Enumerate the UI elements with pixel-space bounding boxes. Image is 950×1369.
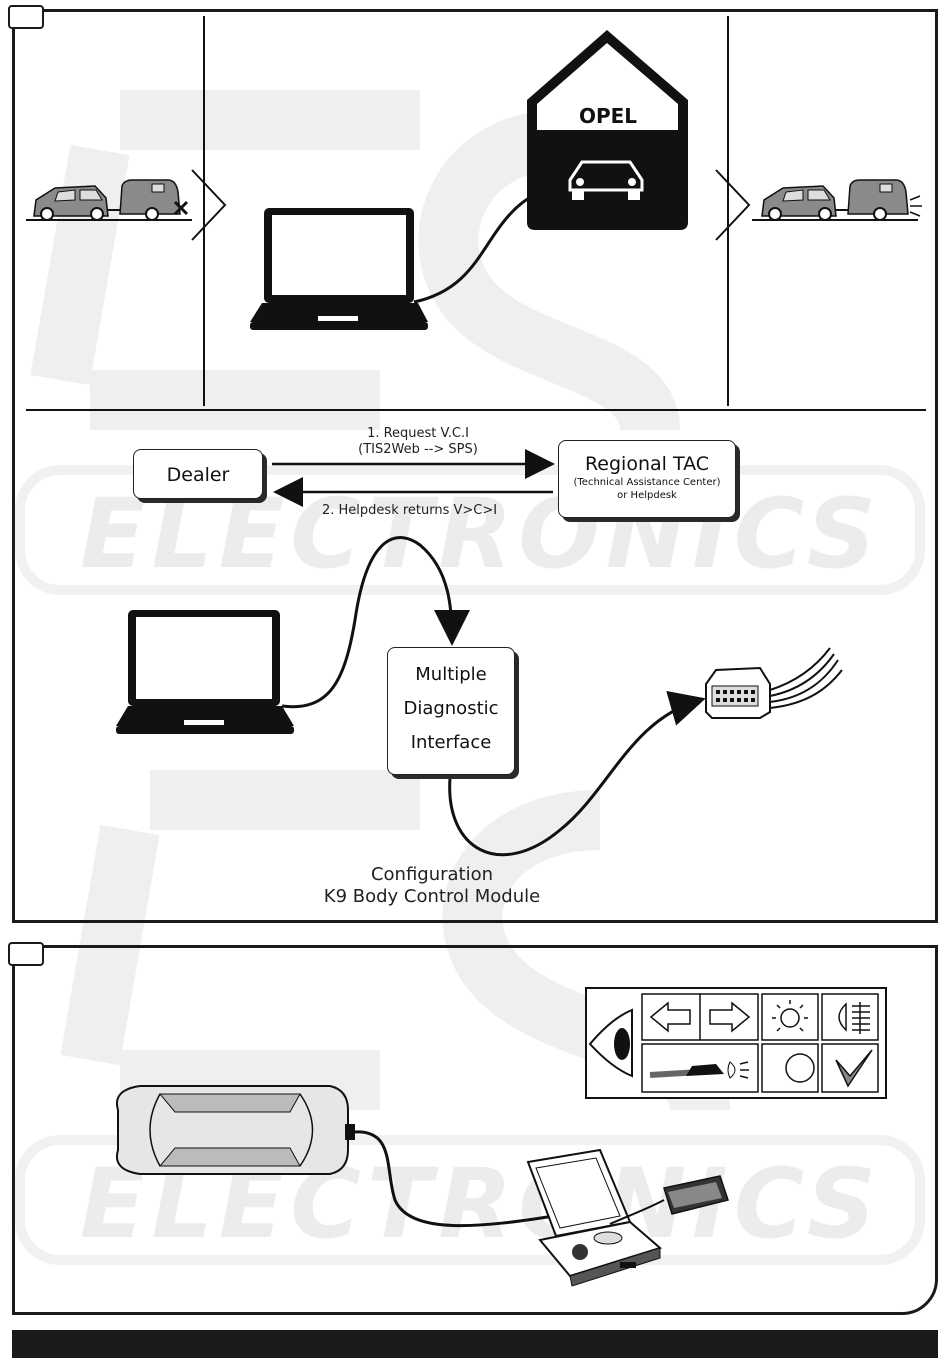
caption-line-1: Configuration — [282, 864, 582, 885]
mdi-box: Multiple Diagnostic Interface — [387, 647, 515, 775]
laptop-top-icon — [250, 208, 428, 330]
tac-subtitle: (Technical Assistance Center) — [559, 477, 735, 488]
tac-subtitle-2: or Helpdesk — [559, 490, 735, 501]
arrow-return-label: 2. Helpdesk returns V>C>I — [322, 503, 497, 518]
laptop-middle-icon — [116, 610, 294, 734]
regional-tac-box: Regional TAC (Technical Assistance Cente… — [558, 440, 736, 518]
garage-sign: OPEL — [570, 104, 646, 128]
mdi-label-1: Multiple — [388, 664, 514, 685]
arrow-request-label-2: (TIS2Web --> SPS) — [340, 442, 496, 457]
arrow-request-label-1: 1. Request V.C.I — [348, 426, 488, 441]
car-caravan-faulty-icon — [26, 180, 192, 220]
dealer-label: Dealer — [134, 450, 262, 500]
opel-garage-icon — [527, 30, 688, 230]
caption-line-2: K9 Body Control Module — [282, 886, 582, 907]
car-caravan-working-icon — [752, 180, 922, 220]
mdi-label-2: Diagnostic — [388, 698, 514, 719]
tac-title: Regional TAC — [559, 453, 735, 475]
car-top-view-icon — [117, 1086, 355, 1174]
handheld-device-icon — [610, 1176, 728, 1224]
obd-connector-icon — [706, 648, 842, 718]
dealer-box: Dealer — [133, 449, 263, 499]
mdi-label-3: Interface — [388, 732, 514, 753]
